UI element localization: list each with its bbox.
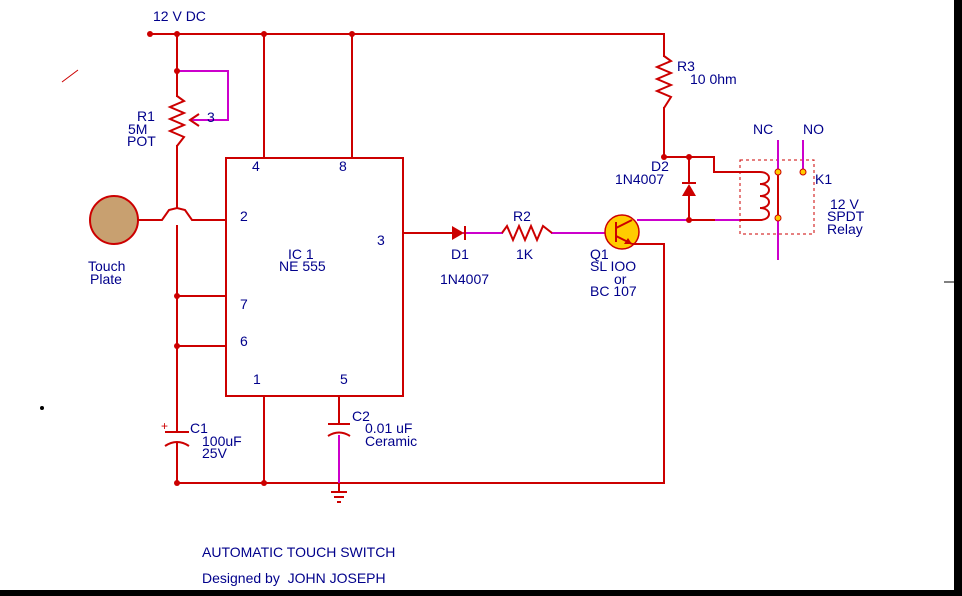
r1-value: 5M <box>128 121 148 137</box>
ic-555-body <box>225 157 404 397</box>
touch-plate <box>89 195 139 245</box>
ic-pin-6: 6 <box>240 333 248 349</box>
touch-plate-wire <box>137 206 227 221</box>
junction-dot <box>686 154 692 160</box>
relay-nc-label: NC <box>753 121 774 137</box>
q1-ref: Q1 <box>590 246 609 262</box>
c1-ref: C1 <box>190 420 208 436</box>
junction-dot <box>174 343 180 349</box>
ic-pin-1: 1 <box>253 371 261 387</box>
relay-line2: SPDT <box>827 208 865 224</box>
supply-label: 12 V DC <box>153 8 206 24</box>
d1-diode <box>452 226 464 240</box>
r3-ref: R3 <box>677 58 695 74</box>
q1-emitter-arrow <box>624 238 632 244</box>
r2-resistor <box>501 223 553 243</box>
d2-cathode-wire <box>663 156 741 173</box>
r1-wiper-loop <box>176 70 229 121</box>
relay-line1: 12 V <box>830 196 859 212</box>
q1-collector <box>615 219 633 229</box>
relay-no-contact <box>799 168 807 176</box>
c1-plus-sign: + <box>161 419 168 433</box>
ic-pin-3: 3 <box>377 232 385 248</box>
d2-part: 1N4007 <box>615 171 665 187</box>
ic-pin-4: 4 <box>252 158 260 174</box>
junction-dot <box>261 480 267 486</box>
stray-dot <box>40 406 44 410</box>
relay-ref: K1 <box>815 171 833 187</box>
q1-part-line1: SL IOO <box>590 258 637 274</box>
junction-dot <box>147 31 153 37</box>
d2-ref: D2 <box>651 158 669 174</box>
r1-wiper-pin: 3 <box>207 109 215 125</box>
footer-credit: Designed by JOHN JOSEPH <box>202 570 386 586</box>
junction-dot <box>349 31 355 37</box>
relay-line3: Relay <box>827 221 863 237</box>
junction-dot <box>174 293 180 299</box>
relay-no-label: NO <box>803 121 824 137</box>
r2-ref: R2 <box>513 208 531 224</box>
c2-ref: C2 <box>352 408 370 424</box>
footer-title: AUTOMATIC TOUCH SWITCH <box>202 544 396 560</box>
relay-nc-contact <box>774 168 782 176</box>
c2-type: Ceramic <box>365 433 418 449</box>
c2-value: 0.01 uF <box>365 420 413 436</box>
r1-ref: R1 <box>137 108 155 124</box>
r1-resistor <box>167 95 187 147</box>
stray-mark <box>61 69 79 83</box>
relay-coil <box>740 171 770 221</box>
ic-pin-8: 8 <box>339 158 347 174</box>
junction-dot <box>686 217 692 223</box>
junction-dot <box>261 31 267 37</box>
ic-pin-7: 7 <box>240 296 248 312</box>
r2-value: 1K <box>516 246 534 262</box>
d2-diode <box>682 184 696 196</box>
q1-part-line2: or <box>614 271 627 287</box>
junction-dot <box>661 154 667 160</box>
ic-ref: IC 1 <box>288 246 314 262</box>
d1-ref: D1 <box>451 246 469 262</box>
r1-wiper-arrow <box>188 113 200 127</box>
ic-pin-2: 2 <box>240 208 248 224</box>
c1-voltage: 25V <box>202 445 227 461</box>
q1-transistor <box>604 214 640 250</box>
d1-part: 1N4007 <box>440 271 490 287</box>
touch-plate-line1: Touch <box>88 258 126 274</box>
r3-value: 10 0hm <box>690 71 737 87</box>
r1-type: POT <box>127 133 156 149</box>
junction-dot <box>174 68 180 74</box>
ic-pin-5: 5 <box>340 371 348 387</box>
junction-dot <box>174 480 180 486</box>
ic-part: NE 555 <box>279 258 326 274</box>
r3-resistor <box>654 55 674 109</box>
touch-plate-line2: Plate <box>90 271 122 287</box>
c2-plate-bottom <box>327 431 351 437</box>
q1-part-line3: BC 107 <box>590 283 637 299</box>
c1-value: 100uF <box>202 433 242 449</box>
junction-dot <box>174 31 180 37</box>
relay-common-contact <box>774 214 782 222</box>
